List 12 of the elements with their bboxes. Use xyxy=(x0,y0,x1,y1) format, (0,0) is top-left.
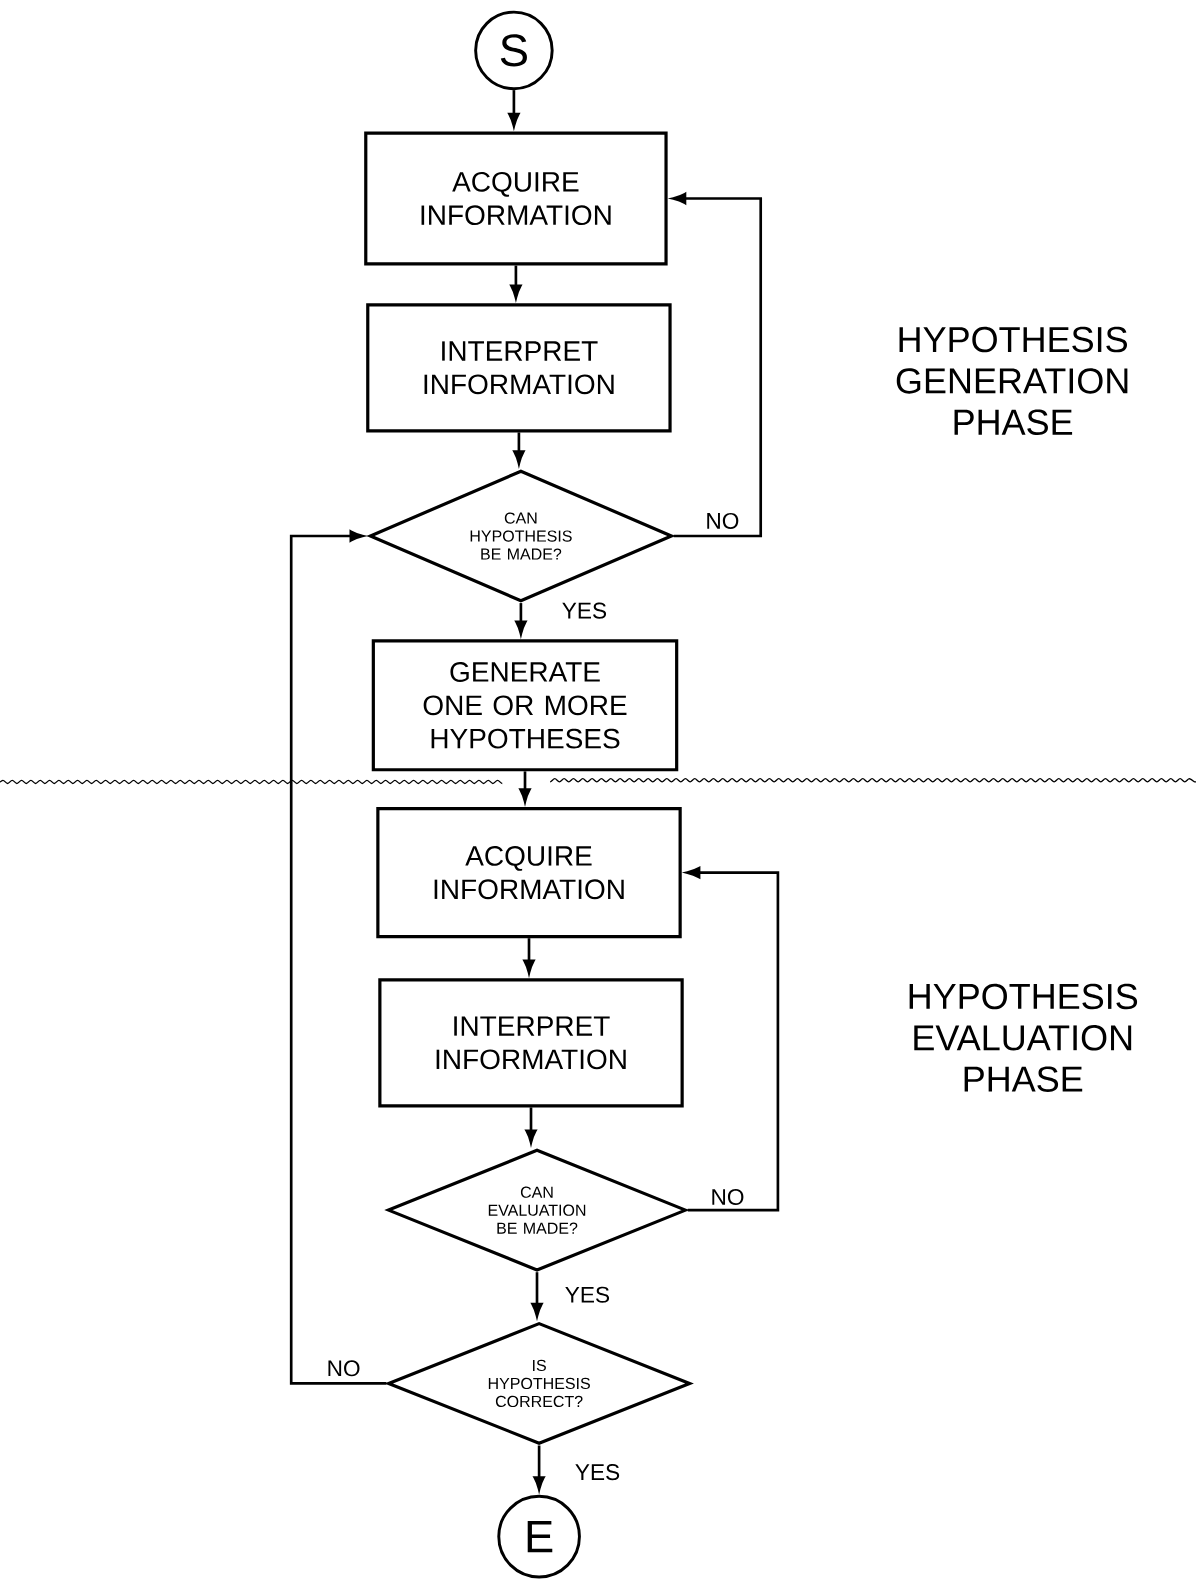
phase-label: HYPOTHESIS EVALUATION PHASE xyxy=(909,983,1138,1092)
phase-label: HYPOTHESIS GENERATION PHASE xyxy=(896,326,1128,435)
edge-label: YES xyxy=(563,1285,612,1305)
process-box: ACQUIRE INFORMATION xyxy=(376,807,682,939)
process-box: GENERATE ONE OR MORE HYPOTHESES xyxy=(371,639,679,772)
process-box: ACQUIRE INFORMATION xyxy=(364,131,668,266)
process-box: INTERPRET INFORMATION xyxy=(378,978,684,1108)
process-box: INTERPRET INFORMATION xyxy=(366,303,672,433)
edge-label: YES xyxy=(560,601,609,620)
edge-label: NO xyxy=(325,1358,362,1378)
arrow xyxy=(289,530,387,1385)
edge-label: YES xyxy=(573,1462,622,1482)
